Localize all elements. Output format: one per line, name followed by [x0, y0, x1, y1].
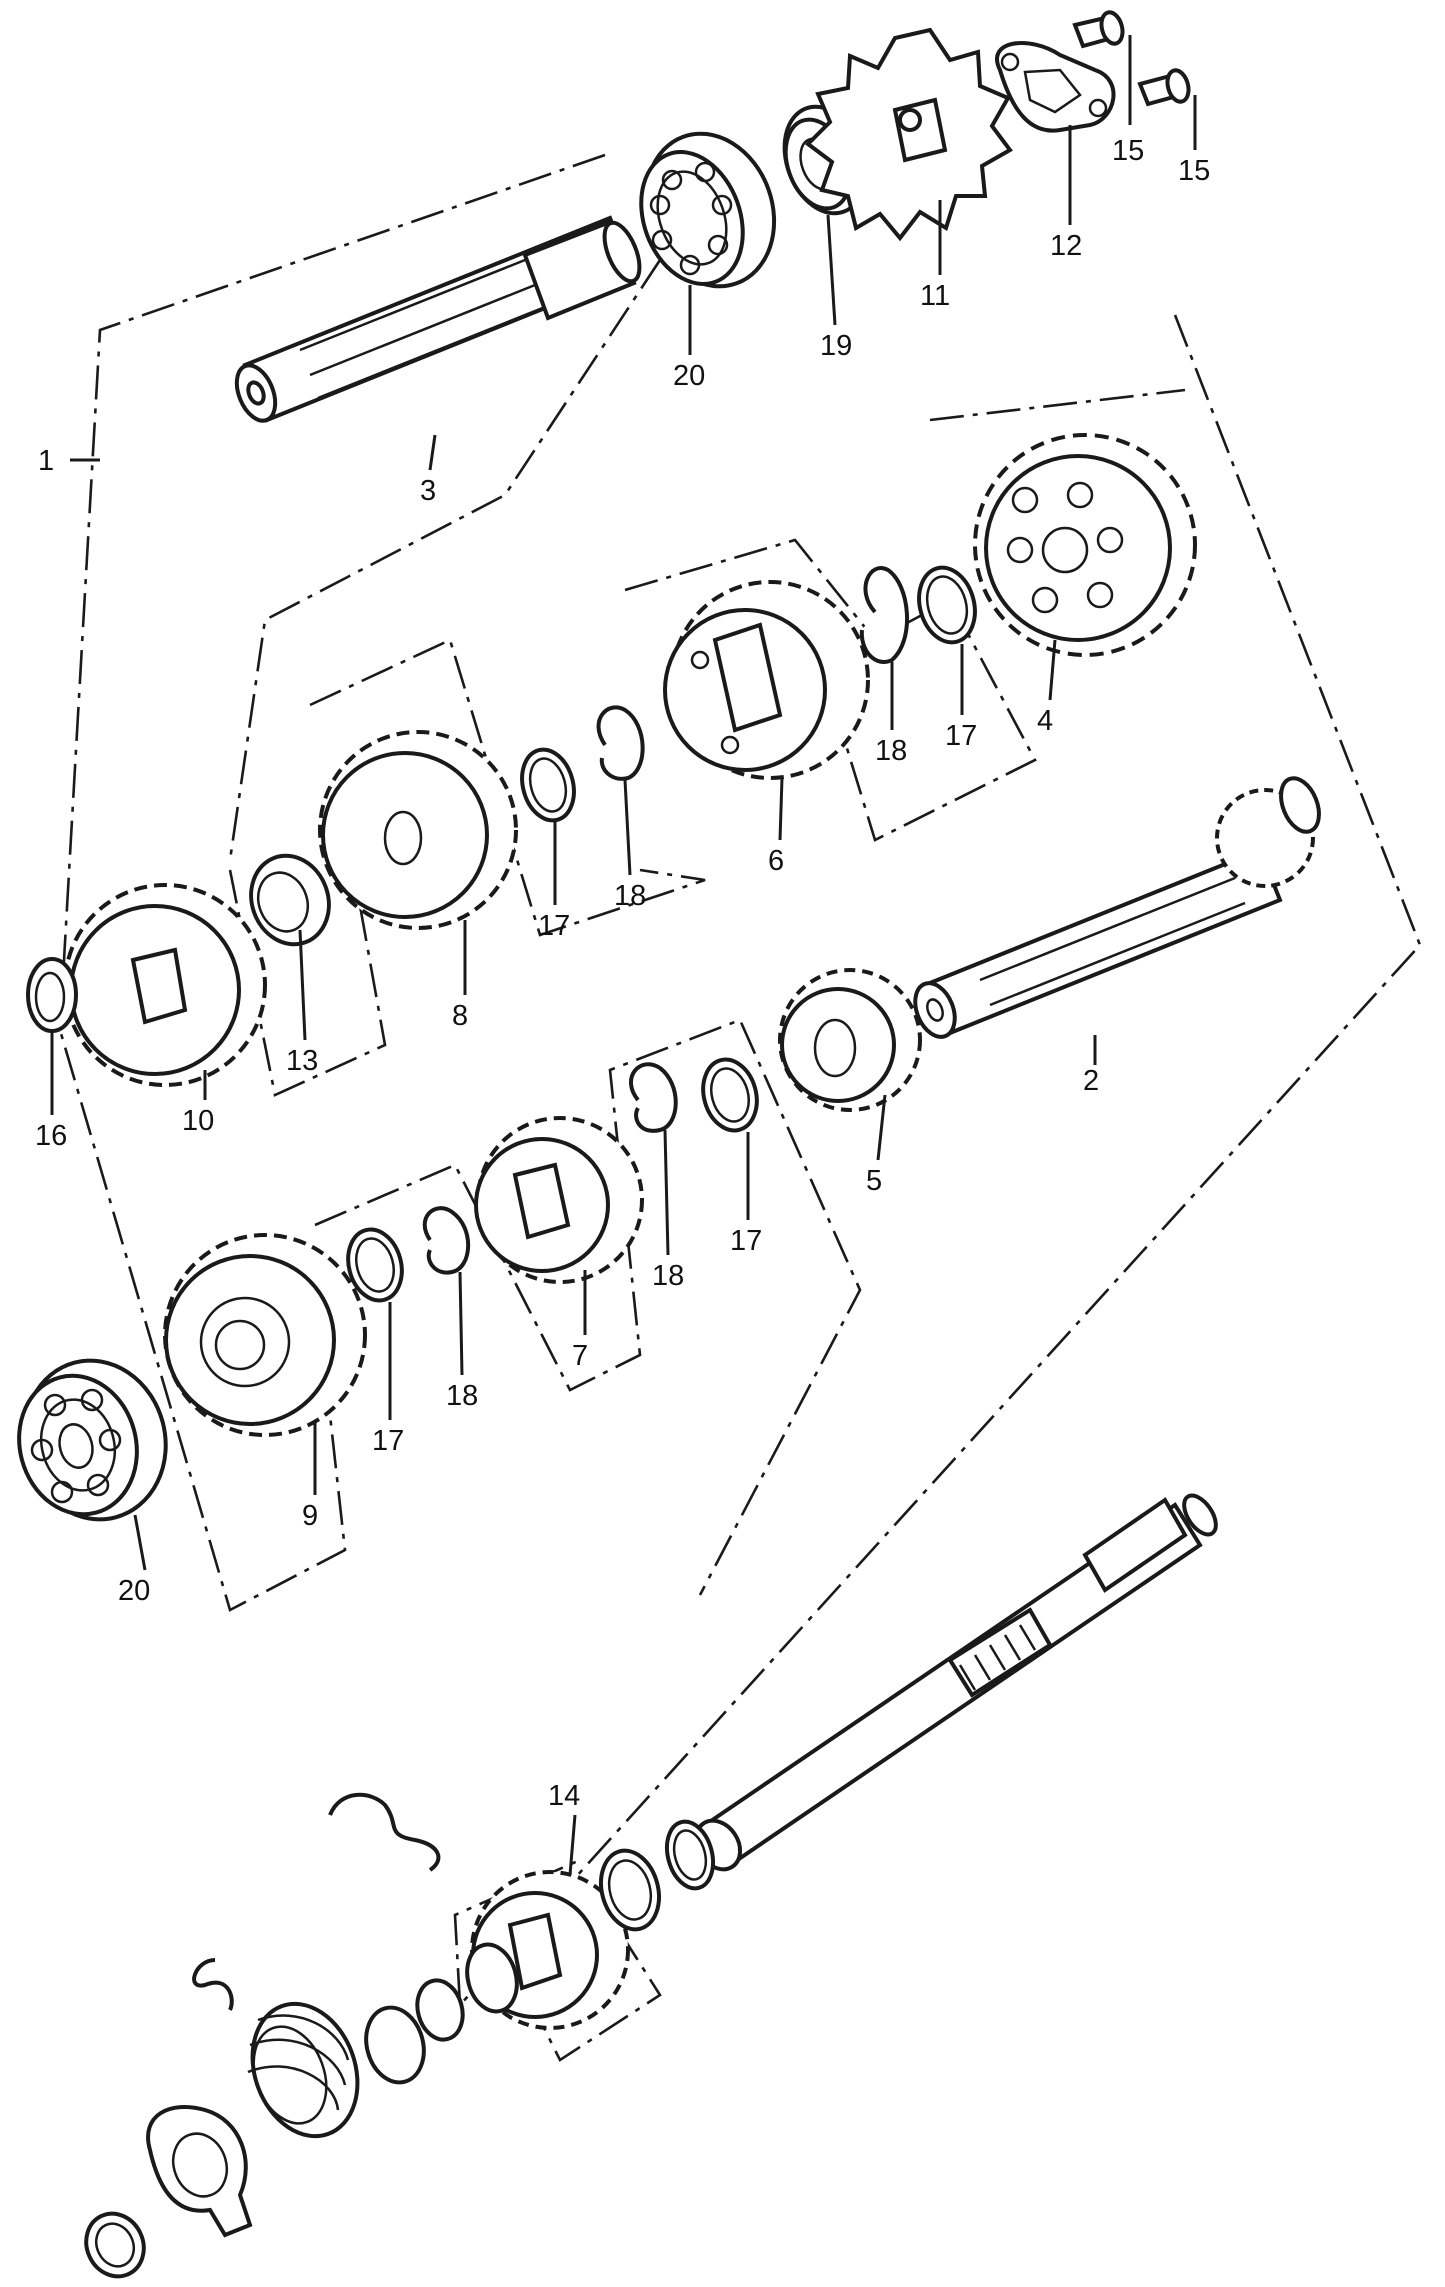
outline-gear-4-group — [929, 388, 1186, 422]
callout-18-c: 18 — [652, 1260, 684, 1292]
gear-8 — [318, 730, 518, 930]
mainshaft-3 — [234, 215, 642, 423]
callout-20-top: 20 — [673, 360, 705, 392]
washer-17-d — [346, 1227, 404, 1303]
outline-mainshaft-assembly — [58, 153, 606, 1612]
bolt-15-right — [1137, 68, 1191, 107]
gear-5 — [778, 968, 922, 1112]
callout-17-c: 17 — [730, 1225, 762, 1257]
bolt-15-left — [1072, 10, 1125, 49]
drive-sprocket-11 — [804, 27, 1013, 242]
callout-1: 1 — [38, 445, 54, 477]
gear-9 — [163, 1233, 367, 1437]
kickstarter-spindle — [693, 1493, 1218, 1872]
collar-13 — [249, 853, 331, 947]
kickstarter-washers — [364, 1819, 716, 2085]
countershaft-2 — [913, 776, 1321, 1039]
callout-16: 16 — [35, 1120, 67, 1152]
callout-9: 9 — [302, 1500, 318, 1532]
kickstarter-return-spring — [192, 1958, 360, 2139]
callout-17-d: 17 — [372, 1425, 404, 1457]
callout-18-b: 18 — [614, 880, 646, 912]
callout-8: 8 — [452, 1000, 468, 1032]
kickstarter-circlip — [84, 2211, 146, 2279]
outline-gear-7-group — [314, 1018, 862, 1596]
callout-6: 6 — [768, 845, 784, 877]
callout-10: 10 — [182, 1105, 214, 1137]
callout-3: 3 — [420, 475, 436, 507]
callout-12: 12 — [1050, 230, 1082, 262]
kickstarter-ratchet — [146, 2104, 253, 2238]
washer-17-c — [701, 1057, 759, 1133]
callout-11: 11 — [920, 280, 950, 312]
callout-19: 19 — [820, 330, 852, 362]
circlip-18-a — [859, 566, 910, 664]
bearing-20-top — [639, 131, 777, 289]
callout-20-bottom: 20 — [118, 1575, 150, 1607]
callout-14: 14 — [548, 1780, 580, 1812]
gear-10 — [63, 883, 267, 1087]
circlip-18-b — [596, 705, 645, 781]
bearing-20-bottom — [17, 1358, 168, 1522]
callout-17-a: 17 — [945, 720, 977, 752]
callout-5: 5 — [866, 1165, 882, 1197]
bearing-20-top-balls — [649, 161, 733, 276]
callout-13: 13 — [286, 1045, 318, 1077]
outline-gear-6-group — [624, 538, 1037, 842]
circlip-18-d — [422, 1206, 471, 1275]
fixing-plate-12 — [995, 41, 1116, 133]
callout-18-a: 18 — [875, 735, 907, 767]
callout-15-left: 15 — [1112, 135, 1144, 167]
gear-6 — [663, 580, 870, 780]
callout-15-right: 15 — [1178, 155, 1210, 187]
outline-gear-8-group — [309, 638, 706, 937]
circlip-18-c — [629, 1062, 678, 1133]
callout-4: 4 — [1037, 705, 1053, 737]
gear-7 — [474, 1116, 644, 1284]
washer-16 — [26, 957, 78, 1033]
leader-lines — [50, 35, 1197, 1876]
washer-17-b — [520, 747, 576, 823]
gear-4 — [973, 433, 1197, 657]
callout-labels: 1 2 3 4 5 6 7 8 9 10 11 12 13 14 15 15 1… — [35, 135, 1210, 1812]
callout-2: 2 — [1083, 1065, 1099, 1097]
bearing-20-bottom-balls — [30, 1388, 122, 1504]
outline-gear-14-group — [528, 1939, 662, 2062]
washer-17-a — [917, 565, 977, 645]
callout-7: 7 — [572, 1340, 588, 1372]
callout-17-b: 17 — [538, 910, 570, 942]
callout-18-d: 18 — [446, 1380, 478, 1412]
outline-mainshaft-inner — [228, 259, 662, 861]
kickstarter-spring-clip — [328, 1792, 441, 1872]
